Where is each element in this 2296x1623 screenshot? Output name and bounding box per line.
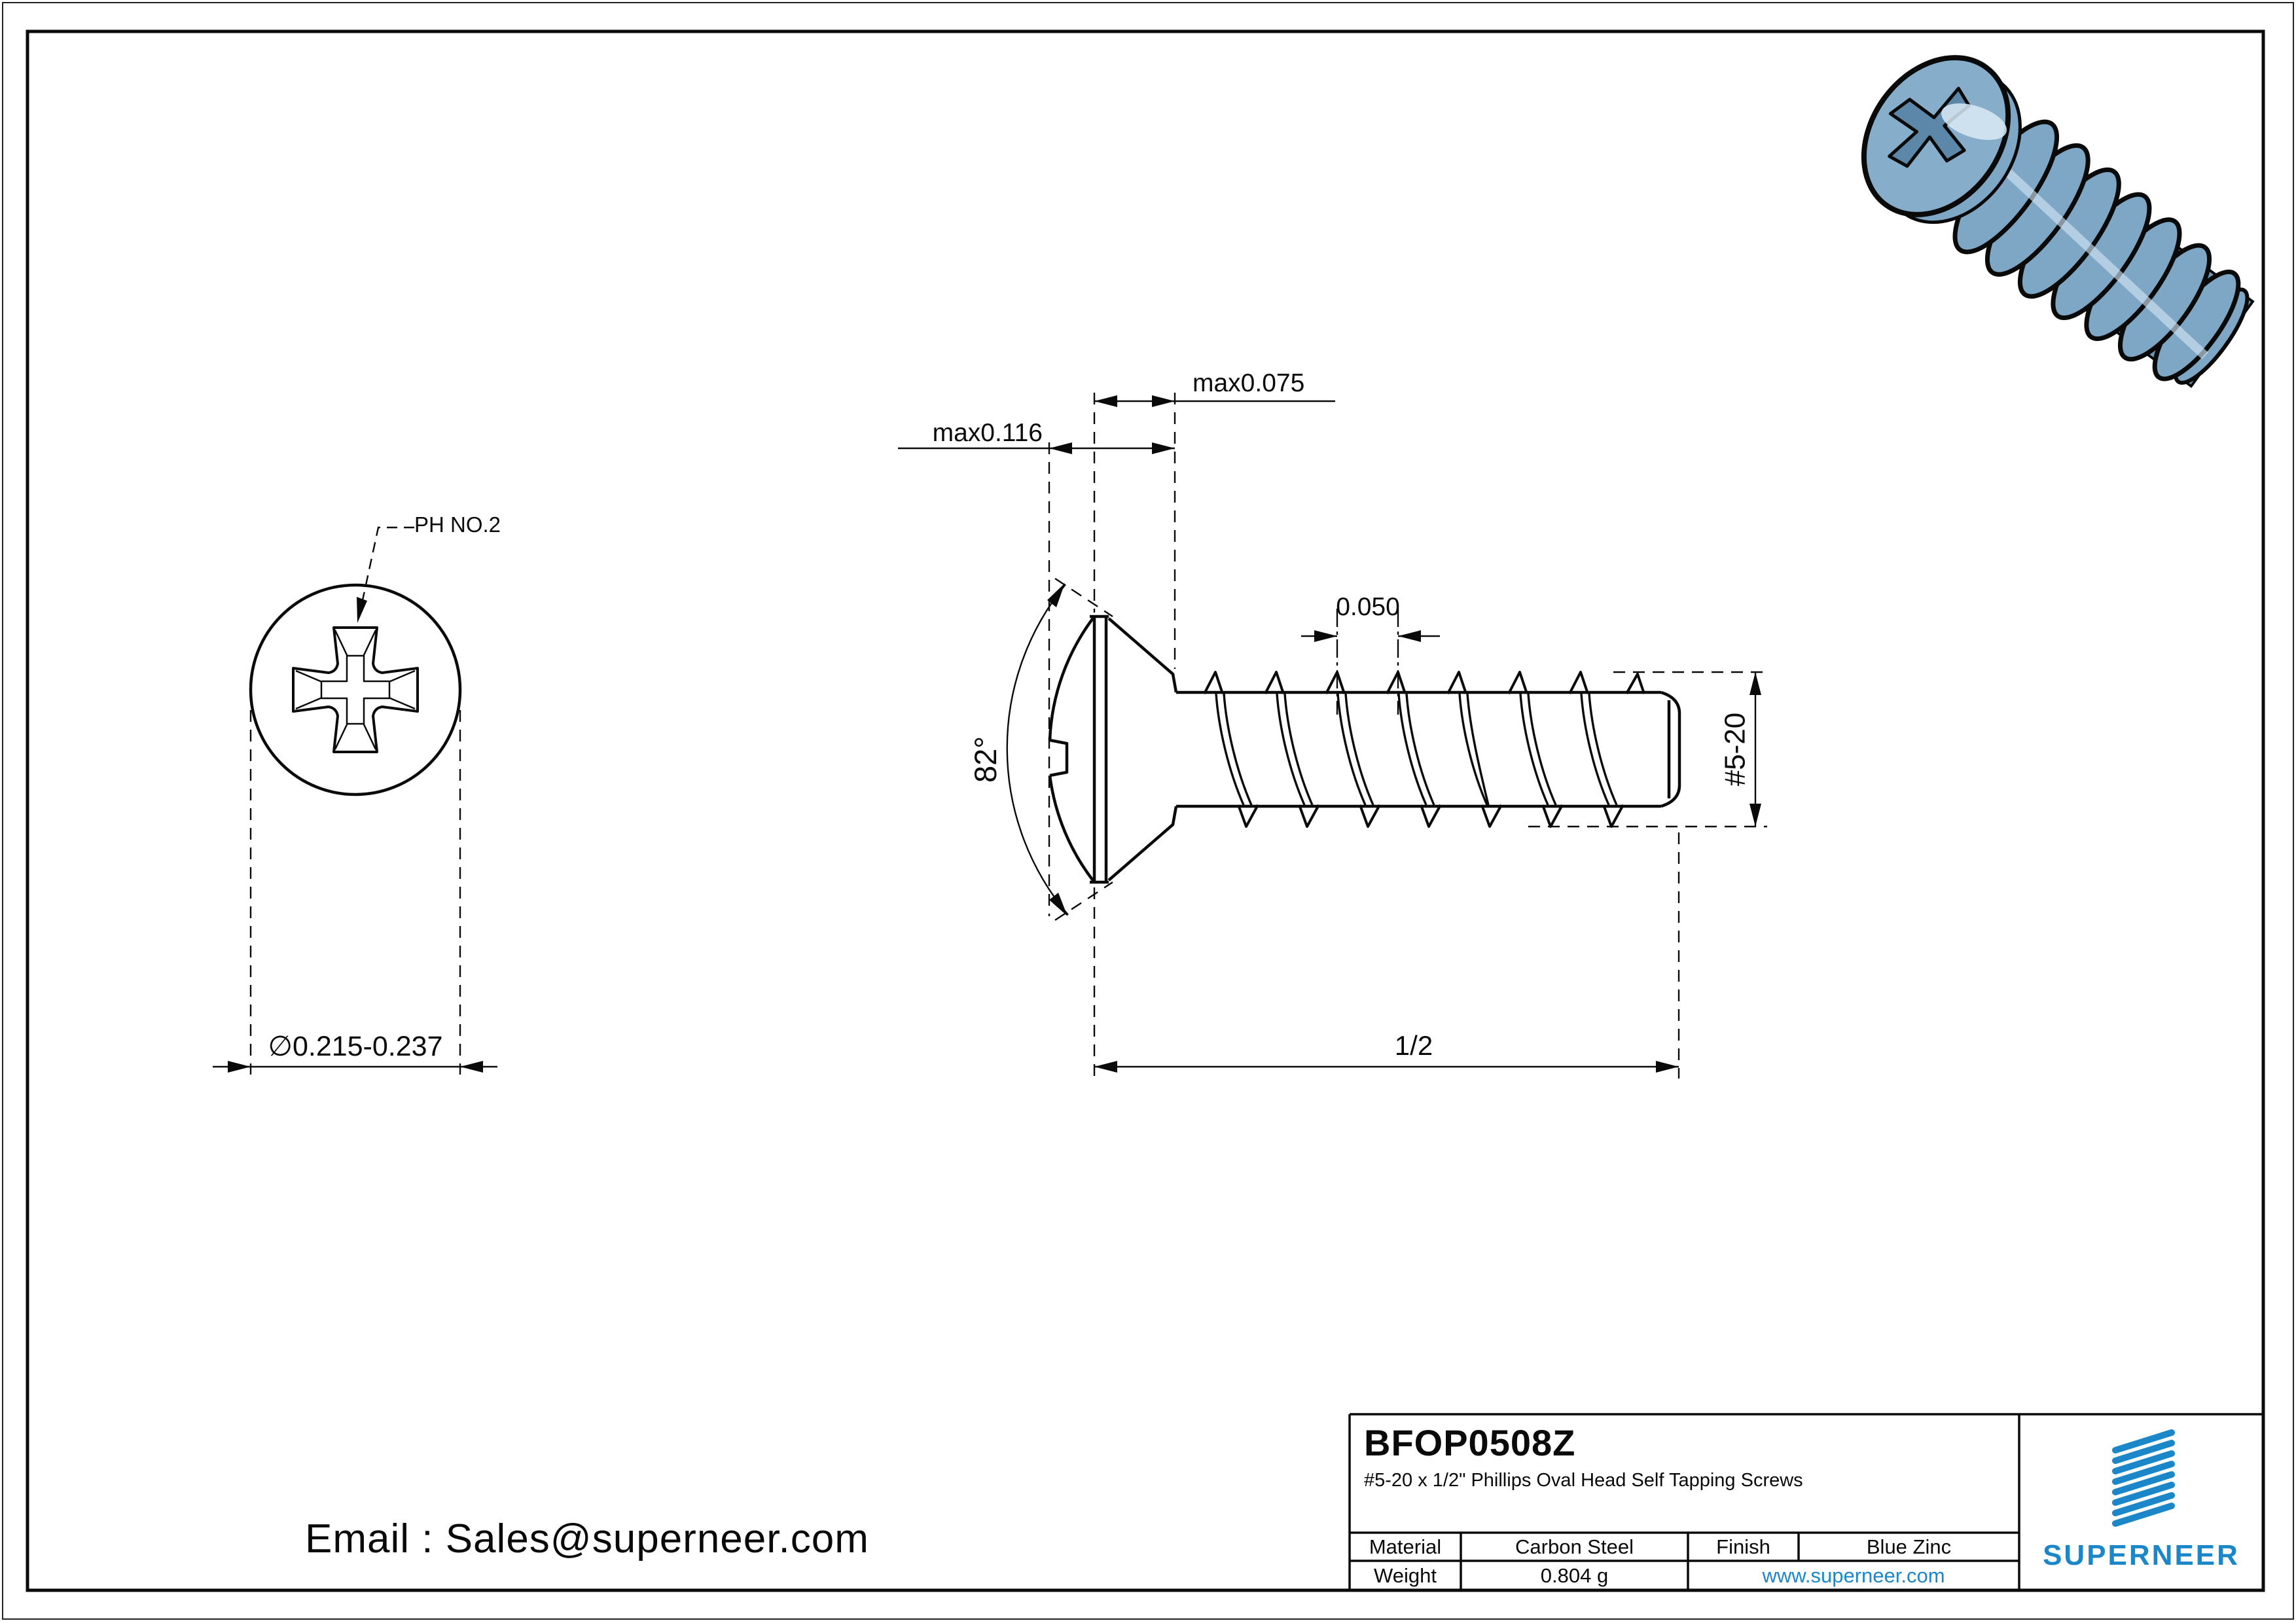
head-profile (1048, 615, 1178, 884)
phillips-inner-recess (320, 654, 391, 725)
thread-crests-top (1203, 671, 1645, 694)
leader-arrowhead-icon (357, 597, 367, 623)
extension-lines (1048, 393, 1767, 1079)
material-value: Carbon Steel (1515, 1535, 1634, 1558)
title-block-lines (1348, 1413, 2263, 1590)
recess-label: PH NO.2 (414, 512, 501, 537)
dimension-arrowheads (1047, 395, 1761, 1073)
part-description: #5-20 x 1/2" Phillips Oval Head Self Tap… (1364, 1470, 1803, 1491)
screw-length-dim: 1/2 (1394, 1030, 1433, 1061)
thread-crests-bottom (1237, 804, 1624, 828)
phillips-cross-icon (292, 626, 419, 753)
contact-email: Email : Sales@superneer.com (305, 1516, 869, 1561)
head-height-dim: max0.116 (932, 419, 1043, 447)
ph-leader-line (358, 526, 414, 616)
side-view (898, 393, 1767, 1079)
thread-pitch-dim: 0.050 (1336, 593, 1400, 621)
weight-value: 0.804 g (1540, 1563, 1609, 1587)
inner-frame (26, 29, 2265, 1592)
screw-3d-render (1861, 55, 2255, 388)
top-view (213, 526, 497, 1075)
head-angle-dim: 82° (968, 736, 1003, 783)
finish-label: Finish (1716, 1535, 1770, 1558)
thread-size-dim: #5-20 (1718, 712, 1751, 787)
dim-arrow-icon (460, 1061, 483, 1073)
dimension-lines (898, 400, 1757, 1068)
head-diameter-dim: ∅0.215-0.237 (268, 1031, 443, 1062)
material-label: Material (1369, 1535, 1442, 1558)
pitch-centerlines (1336, 609, 1399, 715)
weight-label: Weight (1374, 1563, 1437, 1587)
part-number: BFOP0508Z (1364, 1422, 1576, 1463)
finish-value: Blue Zinc (1866, 1535, 1952, 1558)
phillips-taper-lines (295, 630, 416, 750)
thread-flanks (1215, 693, 1618, 806)
superneer-logo-icon (2112, 1429, 2175, 1527)
diameter-extension-lines (249, 710, 461, 1075)
crown-height-dim: max0.075 (1193, 369, 1305, 397)
website-link[interactable]: www.superneer.com (1762, 1563, 1945, 1587)
dim-arrow-icon (228, 1061, 251, 1073)
brand-name: SUPERNEER (2043, 1539, 2240, 1571)
head-outline-circle (249, 583, 462, 796)
